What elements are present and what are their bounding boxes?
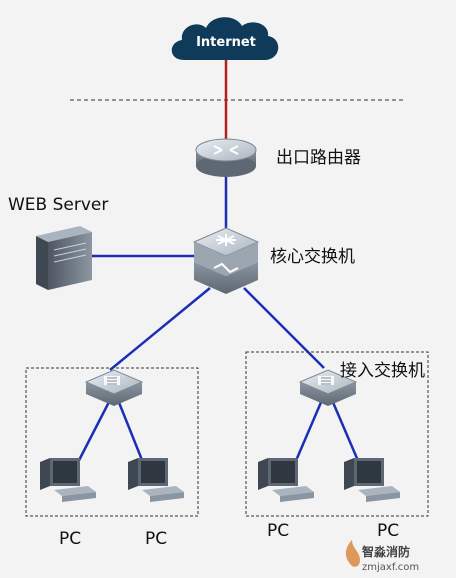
pc-icon (128, 458, 184, 502)
pc-icon (40, 458, 96, 502)
core-switch-label: 核心交换机 (270, 247, 355, 267)
access-switch-label: 接入交换机 (340, 361, 425, 381)
core-access-left-link (109, 287, 211, 371)
pc-icon (344, 458, 400, 502)
router-icon (195, 138, 257, 177)
access-group-left (25, 367, 199, 517)
pc-icon (258, 458, 314, 502)
access-group-right (245, 351, 429, 517)
access-switch-icon (298, 369, 358, 406)
access-switch-icon (84, 369, 144, 406)
pc-label: PC (145, 529, 167, 549)
core-switch-icon (192, 227, 260, 294)
watermark-logo-icon (345, 540, 360, 567)
internet-cloud-icon (171, 17, 279, 60)
watermark-url: zmjaxf.com (362, 562, 419, 573)
server-icon (36, 226, 92, 290)
core-access-right-link (243, 287, 325, 369)
internet-label: Internet (196, 35, 256, 50)
web-server-label: WEB Server (8, 195, 108, 215)
pc-label: PC (377, 521, 399, 541)
pc-label: PC (267, 521, 289, 541)
watermark-name: 智淼消防 (361, 544, 410, 559)
pc-label: PC (59, 529, 81, 549)
exit-router-label: 出口路由器 (276, 148, 361, 168)
